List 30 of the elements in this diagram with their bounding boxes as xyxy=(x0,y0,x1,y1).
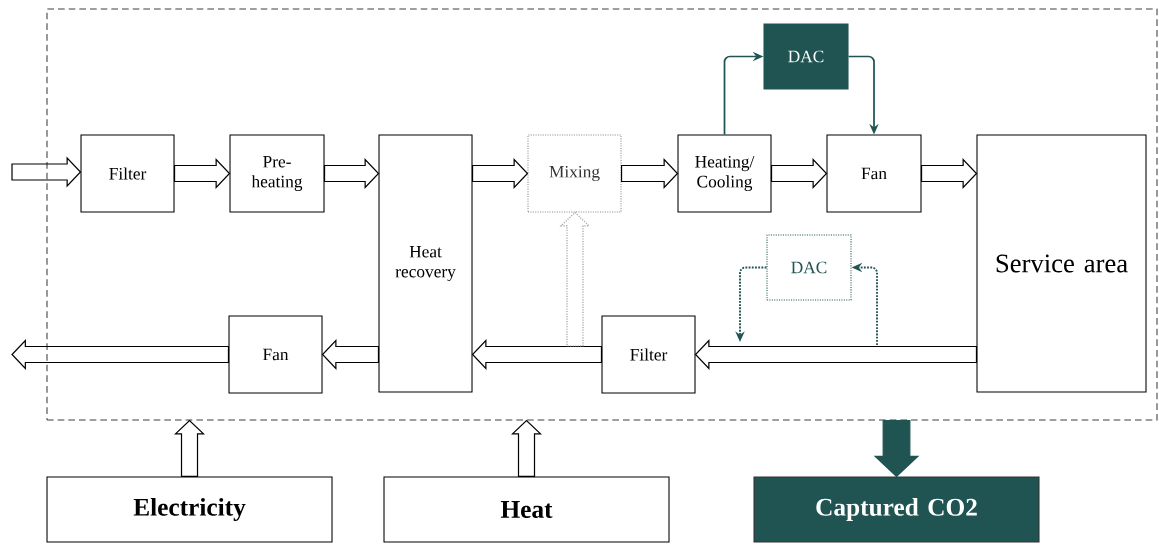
flow-arrow xyxy=(559,211,591,347)
process-box: Mixing xyxy=(527,134,622,213)
flow-arrow xyxy=(471,158,529,189)
flow-arrow xyxy=(694,339,978,370)
flow-arrow xyxy=(11,339,230,370)
flow-arrow xyxy=(770,158,828,189)
system-boundary xyxy=(46,8,1158,421)
process-box: Heating/ Cooling xyxy=(677,134,772,213)
flow-arrow xyxy=(620,158,679,189)
process-box: Pre-heating xyxy=(229,134,325,213)
process-box: Heat recovery xyxy=(378,134,473,393)
flow-arrow xyxy=(173,158,231,189)
flow-arrow xyxy=(873,419,920,478)
input-box: Electricity xyxy=(46,476,333,543)
flow-arrow xyxy=(11,156,82,188)
flow-arrow xyxy=(920,158,978,189)
area-box: Service area xyxy=(976,134,1147,393)
flow-arrow xyxy=(321,339,380,370)
process-box: Filter xyxy=(80,134,175,213)
process-box: DAC xyxy=(766,234,852,301)
process-box: Fan xyxy=(826,134,922,213)
process-box: DAC xyxy=(763,23,849,90)
flow-arrow xyxy=(511,419,542,478)
process-box: Filter xyxy=(601,315,696,394)
process-box: Fan xyxy=(228,315,323,394)
flow-arrow xyxy=(174,419,205,478)
output-box: Captured CO2 xyxy=(753,476,1040,543)
flow-arrow xyxy=(323,158,380,189)
flow-arrow xyxy=(471,339,603,370)
input-box: Heat xyxy=(383,476,670,543)
